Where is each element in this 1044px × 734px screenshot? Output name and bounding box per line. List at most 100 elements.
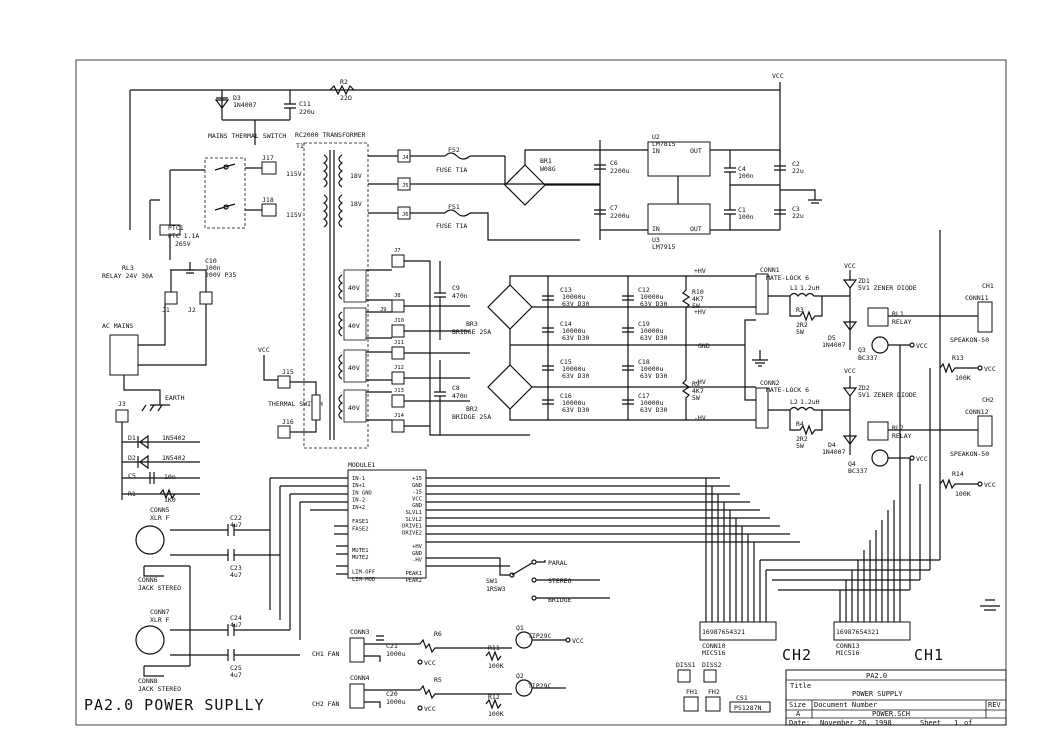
- c2-value: 22u: [792, 167, 804, 175]
- module-pin-right: GND: [412, 503, 422, 509]
- c16-value: 10000u: [562, 399, 586, 407]
- j3-label: J3: [118, 400, 126, 408]
- fs1-value: FUSE T1A: [436, 222, 467, 230]
- date-label: Date:: [789, 719, 810, 727]
- c17-voltage: 63V D30: [640, 406, 667, 414]
- c18-value: 10000u: [640, 365, 664, 373]
- r2-ref: R2: [340, 78, 348, 86]
- zd2-value: 5V1 ZENER DIODE: [858, 391, 917, 399]
- thermal-switch-section: VCC J15 J16 THERMAL SWITCH: [258, 346, 323, 439]
- module-pin-right: +HV: [412, 544, 423, 550]
- r13-vcc: VCC: [984, 365, 996, 373]
- c20-value: 1000u: [386, 698, 406, 706]
- r5-ref: R5: [434, 676, 442, 684]
- c10-ref: C10: [205, 257, 217, 265]
- c3-ref: C3: [792, 205, 800, 213]
- vcc-q3: VCC: [916, 342, 928, 350]
- hv-pos-mid: +HV: [694, 308, 706, 316]
- c11-ref: C11: [299, 100, 311, 108]
- r1-ref: R1: [128, 490, 136, 498]
- c5-value: 10n: [164, 473, 176, 481]
- zd2-ref: ZD2: [858, 384, 870, 392]
- project-name: PA2.0: [866, 672, 887, 680]
- c20-ref: C20: [386, 690, 398, 698]
- c19-value: 10000u: [640, 327, 664, 335]
- ac-mains-label: AC MAINS: [102, 322, 133, 330]
- earth-label: EARTH: [165, 394, 185, 402]
- r3-ref: R3: [796, 306, 804, 314]
- c13-ref: C13: [560, 286, 572, 294]
- conn10-value: MIC516: [702, 649, 726, 657]
- u3-ref: U3: [652, 236, 660, 244]
- output-section: CONN1 MATE-LOCK 6 CONN2 MATE-LOCK 6 L1 1…: [720, 230, 1000, 611]
- c15-value: 10000u: [562, 365, 586, 373]
- rl2-ref: RL2: [892, 424, 904, 432]
- q3-ref: Q3: [858, 346, 866, 354]
- rl2-value: RELAY: [892, 432, 912, 440]
- j6-label: J6: [402, 212, 409, 218]
- module-pin-left: IN GND: [352, 490, 372, 496]
- l2-value: 1.2uH: [800, 398, 820, 406]
- module-pin-right: SLVL2: [405, 517, 422, 523]
- high-voltage-section: J7 J8 J10 J11 J12 J13 J14 J9 C9 470n C8 …: [366, 248, 720, 436]
- c17-value: 10000u: [640, 399, 664, 407]
- c4-value: 100n: [738, 172, 754, 180]
- d4-ref: D4: [828, 441, 836, 449]
- conn2-ref: CONN2: [760, 379, 780, 387]
- vcc-fan1: VCC: [424, 659, 436, 667]
- c12-value: 10000u: [640, 293, 664, 301]
- c14-ref: C14: [560, 320, 572, 328]
- module-pin-left: FASE1: [352, 519, 369, 525]
- c12-ref: C12: [638, 286, 650, 294]
- q3-value: BC337: [858, 354, 878, 362]
- c9-value: 470n: [452, 292, 468, 300]
- r4-value: 2R2: [796, 435, 808, 443]
- c25-value: 4u7: [230, 671, 242, 679]
- ch1-connector-label: CH1: [914, 646, 944, 664]
- mechanical-parts: DISS1 DISS2 FH1 FH2 CS1 PS1287N: [676, 661, 771, 713]
- transformer-label: RC2000 TRANSFORMER: [295, 131, 366, 139]
- vcc-zd1: VCC: [844, 262, 856, 270]
- c13-voltage: 63V D30: [562, 300, 589, 308]
- c15-ref: C15: [560, 358, 572, 366]
- diss2-label: DISS2: [702, 661, 722, 669]
- conn13-value: MIC516: [836, 649, 860, 657]
- r9-ref: R9: [692, 380, 700, 388]
- module-ref: MODULE1: [348, 461, 375, 469]
- thermal-switch-label: THERMAL SWITCH: [268, 400, 323, 408]
- conn4-ref: CONN4: [350, 674, 370, 682]
- conn13-pins: 16987654321: [836, 628, 879, 636]
- v18a-label: 18V: [350, 172, 362, 180]
- mains-thermal-switch: MAINS THERMAL SWITCH: [204, 132, 286, 229]
- cs1-value: PS1287N: [734, 704, 761, 712]
- conn7-value: XLR F: [150, 616, 170, 624]
- r13-value: 100K: [955, 374, 971, 382]
- r4-watt: 5W: [796, 442, 804, 450]
- ch1-fan-label: CH1 FAN: [312, 650, 339, 658]
- v40-1: 40V: [348, 284, 360, 292]
- module-pin-right: PEAK2: [405, 578, 422, 584]
- c24-value: 4u7: [230, 621, 242, 629]
- title-block: Title PA2.0 POWER SUPPLY Size Document N…: [785, 669, 1007, 727]
- module-pin-right: PEAK1: [405, 571, 422, 577]
- u3-in: IN: [652, 225, 660, 233]
- t1-label: T1: [296, 142, 304, 150]
- c4-ref: C4: [738, 165, 746, 173]
- r11-value: 100K: [488, 662, 504, 670]
- ch1-speakon-ref: CH1: [982, 282, 994, 290]
- br3-ref: BR3: [466, 320, 478, 328]
- l1-ref: L1: [790, 284, 798, 292]
- q2-value: TIP29C: [528, 682, 552, 690]
- u2-ref: U2: [652, 133, 660, 141]
- title-label: Title: [790, 682, 811, 690]
- c1-ref: C1: [738, 206, 746, 214]
- br2-ref: BR2: [466, 405, 478, 413]
- module-pin-left: IN-1: [352, 476, 365, 482]
- v40-3: 40V: [348, 364, 360, 372]
- sheet-number: 1: [954, 719, 958, 727]
- c2-ref: C2: [792, 160, 800, 168]
- vcc-q1: VCC: [572, 637, 584, 645]
- size-label: Size: [789, 701, 806, 709]
- date-value: November 26, 1998: [820, 719, 892, 727]
